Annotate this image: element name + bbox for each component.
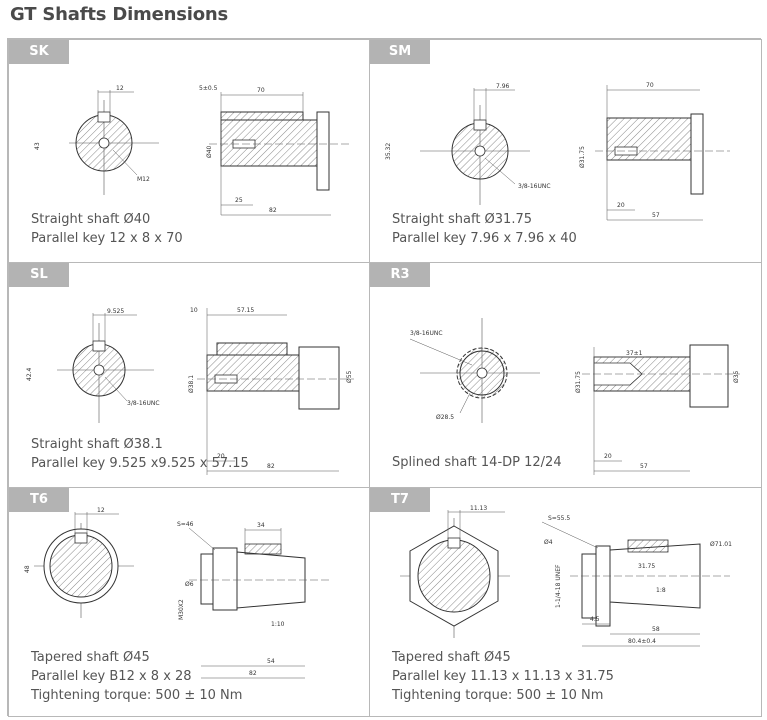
desc-line: Parallel key 7.96 x 7.96 x 40 (392, 231, 577, 246)
desc-line: Tapered shaft Ø45 (392, 650, 511, 665)
sk-key-width: 12 (116, 85, 124, 92)
panel-r3: R3 3/8-16UNC Ø28.5 37±1 Ø31.75 Ø35 20 57 (369, 262, 762, 488)
panel-description: Splined shaft 14-DP 12/24 (392, 453, 562, 472)
sm-key-width: 7.96 (496, 83, 510, 90)
t7-taper: 1:8 (656, 587, 666, 594)
sm-thread: 3/8-16UNC (518, 183, 551, 190)
r3-key-length: 37±1 (626, 350, 643, 357)
desc-line: Tapered shaft Ø45 (31, 650, 150, 665)
sl-dia: Ø38.1 (188, 375, 195, 393)
sl-key-width: 9.525 (107, 308, 124, 315)
sk-len-a: 25 (235, 197, 243, 204)
sl-dia2: Ø55 (346, 370, 353, 383)
t7-dia: Ø71.01 (710, 541, 732, 548)
sl-offset: 10 (190, 307, 198, 314)
sl-len-a: 20 (217, 453, 225, 460)
sl-drawing: 9.525 42.4 3/8-16UNC 10 57.15 Ø38.1 Ø55 … (26, 307, 354, 475)
r3-len-total: 57 (640, 463, 648, 470)
panel-description: Tapered shaft Ø45 Parallel key B12 x 8 x… (31, 648, 242, 705)
desc-line: Tightening torque: 500 ± 10 Nm (392, 688, 604, 703)
shafts-grid: SK 12 43 M12 (7, 38, 762, 717)
panel-description: Tapered shaft Ø45 Parallel key 11.13 x 1… (392, 648, 614, 705)
desc-line: Parallel key B12 x 8 x 28 (31, 669, 192, 684)
t7-len-total: 80.4±0.4 (628, 638, 656, 645)
r3-drawing: 3/8-16UNC Ø28.5 37±1 Ø31.75 Ø35 20 57 (409, 318, 740, 475)
desc-line: Parallel key 9.525 x9.525 x 57.15 (31, 456, 249, 471)
t6-hole: Ø6 (185, 581, 194, 588)
sm-key-length: 70 (646, 82, 654, 89)
panel-description: Straight shaft Ø38.1 Parallel key 9.525 … (31, 435, 249, 473)
panel-code: T7 (370, 488, 430, 512)
sk-drawing: 12 43 M12 70 5±0.5 Ø40 25 82 (34, 85, 349, 216)
t6-len-a: 54 (267, 658, 275, 665)
sl-thread: 3/8-16UNC (127, 400, 160, 407)
sk-len-total: 82 (269, 207, 277, 214)
panel-code: SK (9, 40, 69, 64)
desc-line: Parallel key 12 x 8 x 70 (31, 231, 183, 246)
t6-taper: 1:10 (271, 621, 285, 628)
t7-thread: 1-1/4-18 UNEF (555, 564, 562, 608)
t7-key-width: 11.13 (470, 505, 487, 512)
t6-nut: S=46 (177, 521, 194, 528)
panel-sm: SM 7.96 35.32 3/8-16UNC 70 Ø31.75 20 (369, 39, 762, 263)
t7-len-mid: 58 (652, 626, 660, 633)
panel-sk: SK 12 43 M12 (8, 39, 370, 263)
sl-key-length: 57.15 (237, 307, 254, 314)
t6-drawing: 12 48 34 S=46 Ø6 M30X2 1:10 54 82 (24, 507, 329, 679)
sk-dia: Ø40 (206, 145, 213, 158)
sk-key-length: 70 (257, 87, 265, 94)
sm-height: 35.32 (385, 143, 392, 160)
t6-height: 48 (24, 565, 31, 573)
panel-code: R3 (370, 263, 430, 287)
desc-line: Tightening torque: 500 ± 10 Nm (31, 688, 243, 703)
desc-line: Straight shaft Ø38.1 (31, 437, 163, 452)
desc-line: Splined shaft 14-DP 12/24 (392, 455, 562, 470)
r3-len-a: 20 (604, 453, 612, 460)
panel-sl: SL 9.525 42.4 3/8-16UNC 10 57.15 Ø38.1 (8, 262, 370, 488)
panel-code: SM (370, 40, 430, 64)
t6-len-total: 82 (249, 670, 257, 677)
t6-key-length: 34 (257, 522, 265, 529)
sl-len-total: 82 (267, 463, 275, 470)
t7-drawing: 11.13 S=55.5 Ø4 1-1/4-18 UNEF 31.75 Ø71.… (400, 505, 732, 647)
sk-thread: M12 (137, 176, 150, 183)
sm-len-total: 57 (652, 212, 660, 219)
r3-dia2: Ø35 (733, 370, 740, 383)
panel-t7: T7 11.13 S=55.5 Ø4 1-1/4-18 UNEF 31.75 Ø… (369, 487, 762, 717)
desc-line: Straight shaft Ø31.75 (392, 212, 532, 227)
desc-line: Straight shaft Ø40 (31, 212, 151, 227)
sm-drawing: 7.96 35.32 3/8-16UNC 70 Ø31.75 20 57 (385, 82, 730, 221)
t7-nut: S=55.5 (548, 515, 570, 522)
r3-thread: 3/8-16UNC (410, 330, 443, 337)
panel-t6: T6 12 48 34 S=46 Ø6 M30X2 1:10 (8, 487, 370, 717)
sl-height: 42.4 (26, 367, 33, 381)
t6-key-width: 12 (97, 507, 105, 514)
panel-code: T6 (9, 488, 69, 512)
sm-len-a: 20 (617, 202, 625, 209)
r3-dia: Ø31.75 (575, 371, 582, 393)
t7-len-a: 4.5 (590, 616, 600, 623)
panel-description: Straight shaft Ø31.75 Parallel key 7.96 … (392, 210, 577, 248)
panel-code: SL (9, 263, 69, 287)
desc-line: Parallel key 11.13 x 11.13 x 31.75 (392, 669, 614, 684)
sm-dia: Ø31.75 (579, 146, 586, 168)
sk-height: 43 (34, 142, 41, 150)
t6-thread: M30X2 (178, 599, 185, 620)
page-title: GT Shafts Dimensions (10, 4, 229, 25)
r3-spline-dia: Ø28.5 (436, 414, 454, 421)
sk-offset: 5±0.5 (199, 85, 218, 92)
t7-hole: Ø4 (544, 539, 553, 546)
panel-description: Straight shaft Ø40 Parallel key 12 x 8 x… (31, 210, 183, 248)
t7-key-length: 31.75 (638, 563, 655, 570)
